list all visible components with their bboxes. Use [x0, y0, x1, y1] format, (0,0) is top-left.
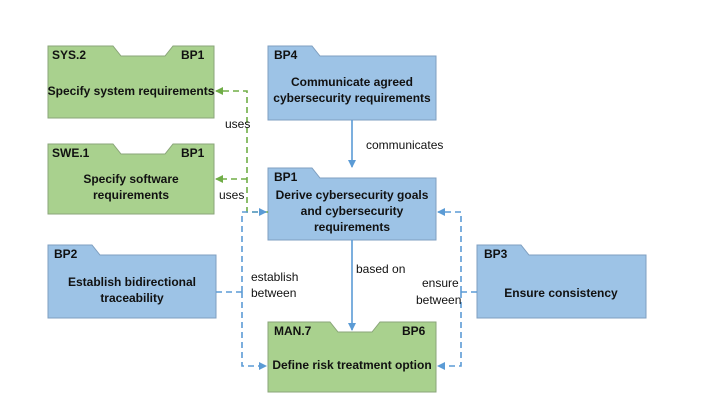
bp4-label-line1: Communicate agreed	[291, 75, 413, 89]
man7-label: Define risk treatment option	[272, 358, 431, 372]
edge-label-establish-line2: between	[251, 286, 296, 300]
swe1-package: SWE.1 BP1 Specify software requirements	[47, 143, 215, 215]
man7-tag-right: BP6	[402, 324, 426, 338]
bp3-package: BP3 Ensure consistency	[476, 244, 647, 319]
sys2-tag-left: SYS.2	[52, 48, 86, 62]
bp4-package: BP4 Communicate agreed cybersecurity req…	[267, 45, 437, 121]
bp2-label-line2: traceability	[100, 291, 164, 305]
edge-establish-to-man7	[241, 292, 267, 370]
edge-ensure-to-man7	[437, 292, 462, 370]
bp1-label-line3: requirements	[314, 220, 390, 234]
bp4-label-line2: cybersecurity requirements	[273, 91, 431, 105]
bp3-tag-left: BP3	[484, 247, 508, 261]
sys2-label: Specify system requirements	[48, 84, 215, 98]
bp1-tag-left: BP1	[274, 170, 298, 184]
bp3-label: Ensure consistency	[504, 286, 618, 300]
bp4-tag-left: BP4	[274, 48, 298, 62]
edge-label-uses-swe1: uses	[219, 188, 244, 202]
man7-package: MAN.7 BP6 Define risk treatment option	[267, 321, 437, 393]
swe1-label-line2: requirements	[93, 188, 169, 202]
edge-label-establish-line1: establish	[251, 270, 298, 284]
edge-label-ensure-line1: ensure	[422, 276, 459, 290]
edge-ensure-to-bp1	[437, 208, 462, 292]
edge-label-communicates: communicates	[366, 138, 443, 152]
bp1-package: BP1 Derive cybersecurity goals and cyber…	[267, 167, 437, 241]
swe1-tag-left: SWE.1	[52, 146, 90, 160]
bp2-tag-left: BP2	[54, 247, 78, 261]
bp1-label-line1: Derive cybersecurity goals	[276, 188, 429, 202]
edge-label-based-on: based on	[356, 262, 405, 276]
sys2-tag-right: BP1	[181, 48, 205, 62]
edge-label-ensure-line2: between	[416, 293, 461, 307]
bp2-package: BP2 Establish bidirectional traceability	[47, 244, 217, 319]
edge-establish-to-bp1	[241, 208, 267, 292]
swe1-tag-right: BP1	[181, 146, 205, 160]
edge-label-uses-sys2: uses	[225, 117, 250, 131]
bp1-label-line2: and cybersecurity	[301, 204, 404, 218]
bp2-label-line1: Establish bidirectional	[68, 275, 196, 289]
sys2-package: SYS.2 BP1 Specify system requirements	[47, 45, 215, 119]
swe1-label-line1: Specify software	[83, 172, 179, 186]
man7-tag-left: MAN.7	[274, 324, 312, 338]
